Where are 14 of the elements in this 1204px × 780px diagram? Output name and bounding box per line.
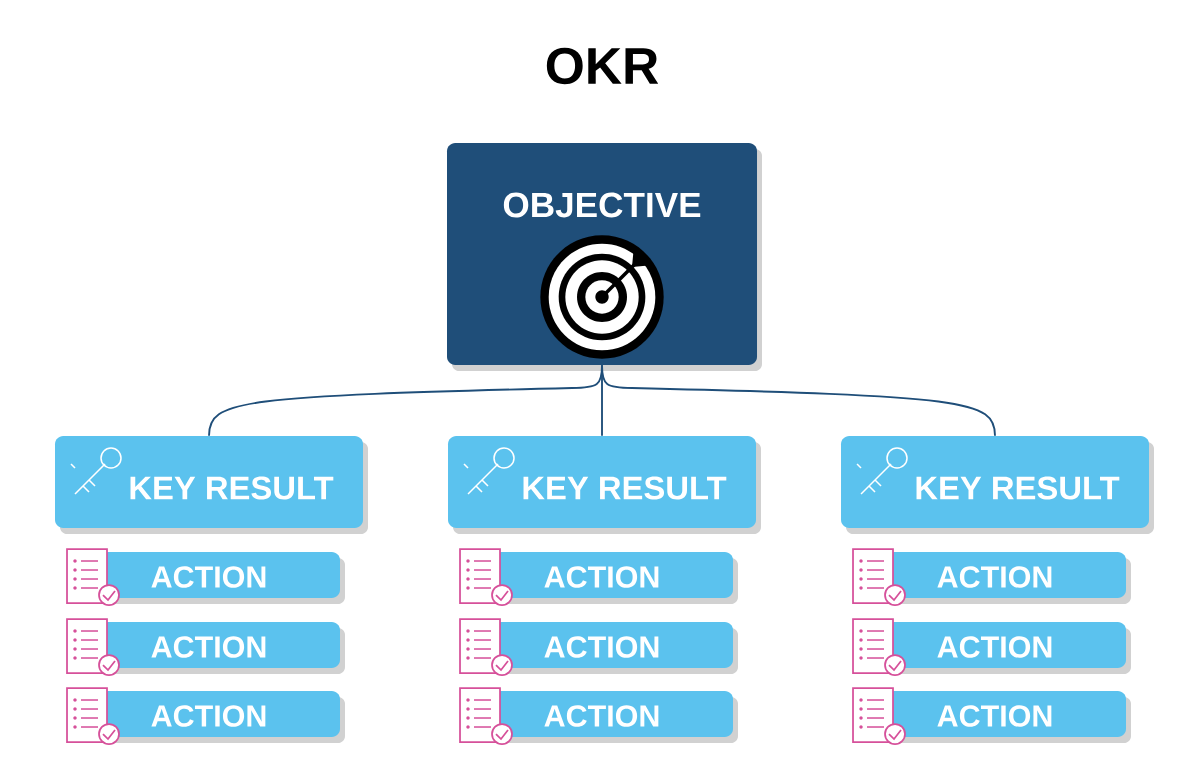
key-result-box: KEY RESULT	[841, 436, 1154, 534]
key-result-box: KEY RESULT	[448, 436, 761, 534]
action-box: ACTION	[886, 691, 1131, 743]
action-box: ACTION	[493, 622, 738, 674]
connector-line	[601, 364, 996, 437]
action-box: ACTION	[886, 552, 1131, 604]
action-box: ACTION	[493, 691, 738, 743]
action-box: ACTION	[100, 552, 345, 604]
title: OKR	[546, 47, 659, 85]
action-box: ACTION	[100, 691, 345, 743]
action-box: ACTION	[886, 622, 1131, 674]
action-box: ACTION	[493, 552, 738, 604]
key-result-box: KEY RESULT	[55, 436, 368, 534]
action-box: ACTION	[100, 622, 345, 674]
